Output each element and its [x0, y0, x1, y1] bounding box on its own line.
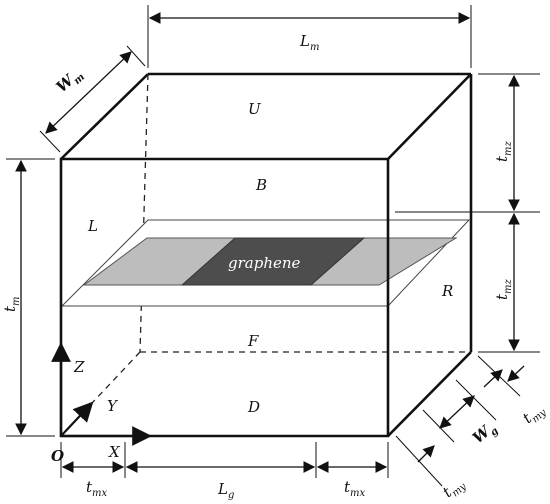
- graphene-channel: [180, 237, 366, 286]
- graphene-label: graphene: [228, 254, 301, 272]
- dim-label-tmy-right: tmy: [519, 399, 549, 429]
- extension-lines: [6, 5, 540, 487]
- dim-arrow-tmy-bottom: [417, 445, 435, 463]
- dimension-arrows: [15, 12, 525, 473]
- axis-label-y: Y: [107, 397, 119, 415]
- axis-label-origin: O: [51, 447, 64, 465]
- dim-label-Lg: Lg: [217, 480, 234, 501]
- face-label-right: R: [441, 282, 453, 300]
- edge-top-right: [387, 73, 472, 160]
- hidden-edge-bottom-left: [60, 351, 141, 437]
- face-label-back: B: [255, 176, 267, 194]
- dim-label-Wg: Wg: [469, 418, 501, 449]
- face-label-upper: U: [248, 100, 262, 118]
- dim-label-tmx-left: tmx: [86, 478, 108, 499]
- face-label-left: L: [87, 217, 98, 235]
- dim-label-Wm: Wm: [53, 64, 87, 98]
- edge-bottom-right: [387, 351, 472, 437]
- y-axis: [60, 401, 94, 437]
- face-label-front: F: [247, 332, 259, 350]
- dim-label-tmx-right: tmx: [344, 478, 366, 499]
- dim-label-tmz-lower: tmz: [493, 278, 514, 300]
- dim-arrow-Wg: [439, 395, 475, 429]
- coordinate-axes: [51, 342, 152, 446]
- graphene-layer: [60, 219, 471, 307]
- dim-label-tmz-upper: tmz: [493, 140, 514, 162]
- face-label-down: D: [247, 398, 260, 416]
- dim-label-tm: tm: [1, 296, 22, 312]
- dim-arrow-tmy-right-1: [483, 369, 503, 388]
- dim-label-tmy-bottom: tmy: [439, 473, 469, 503]
- dim-arrow-Wm: [45, 51, 132, 134]
- dim-label-Lm: Lm: [299, 32, 319, 53]
- axis-label-x: X: [108, 443, 121, 461]
- dim-arrow-tmy-right-2: [507, 365, 525, 382]
- hidden-edge-vertical: [139, 73, 149, 353]
- axis-label-z: Z: [73, 358, 85, 376]
